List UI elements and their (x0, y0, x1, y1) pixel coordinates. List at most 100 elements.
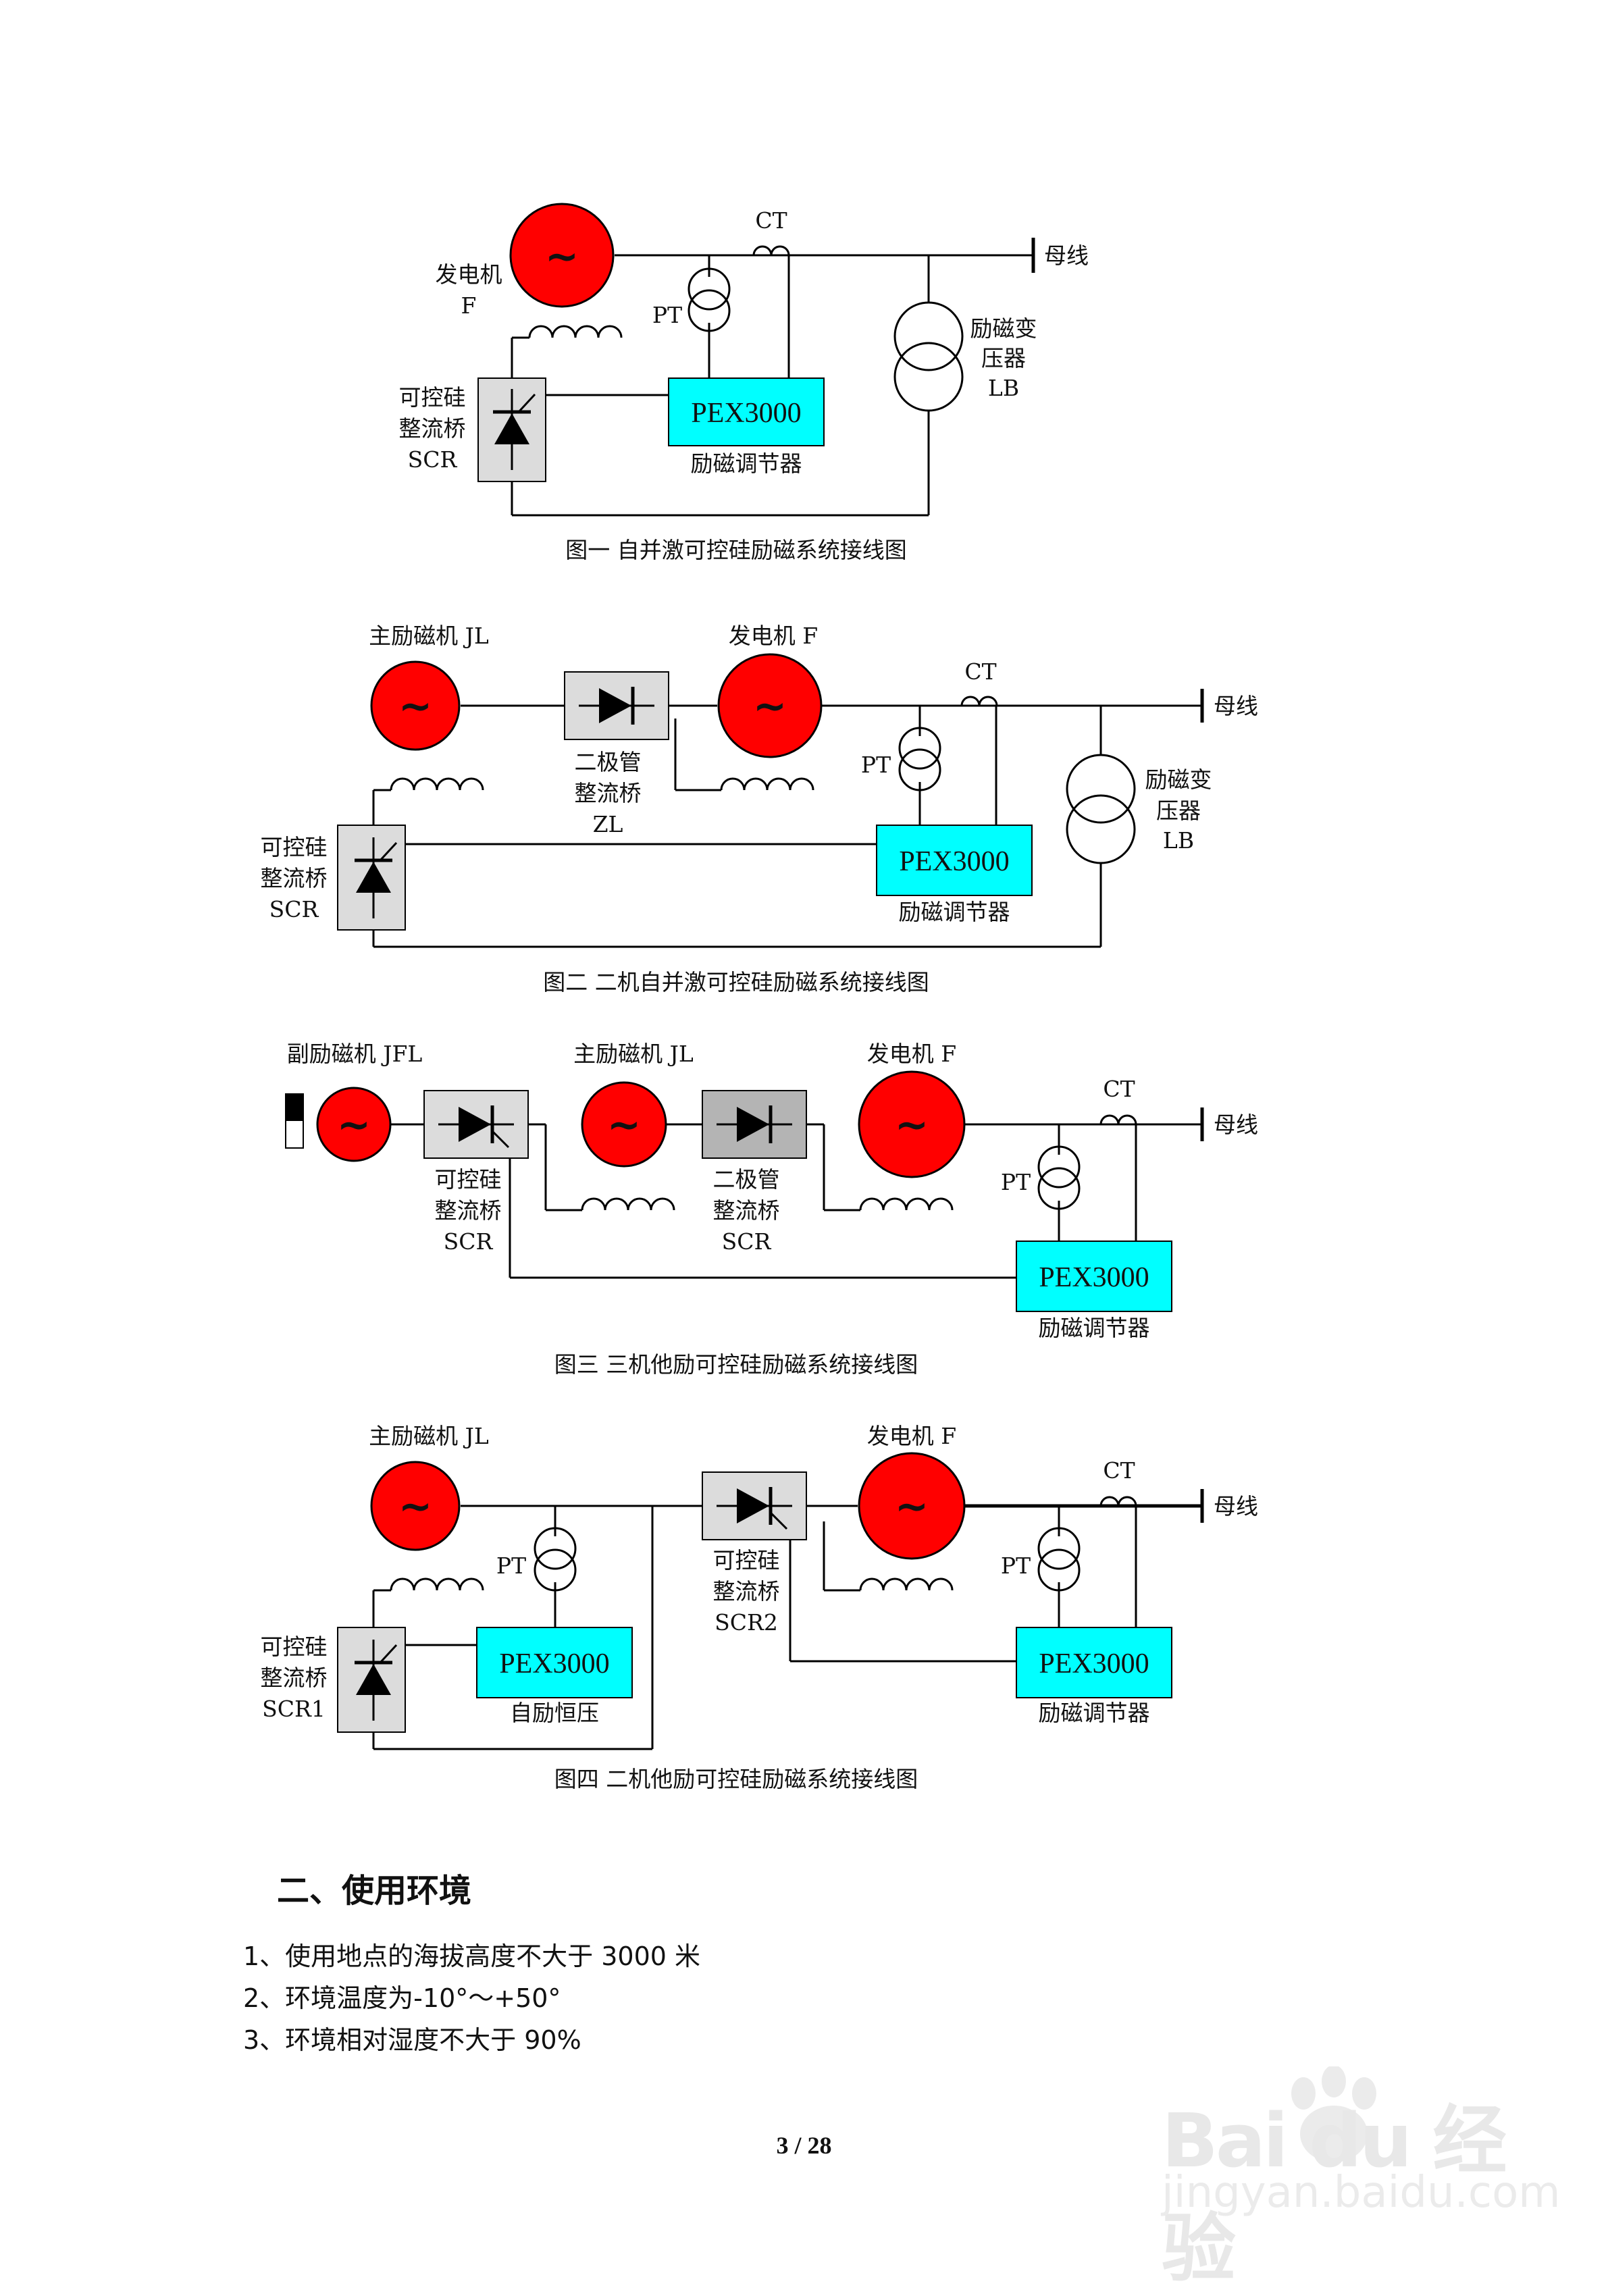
scr1-line2: 整流桥 (261, 1665, 328, 1691)
generator-code: F (461, 292, 477, 319)
main-exciter-symbol (581, 1081, 667, 1168)
generator-label: 发电机 F (867, 1041, 956, 1067)
sub-exciter-label: 副励磁机 JFL (287, 1041, 423, 1067)
pt-label: PT (1001, 1553, 1031, 1579)
ct-label: CT (755, 207, 787, 234)
env-item-temperature: 2、环境温度为-10°～+50° (243, 1983, 561, 2013)
transformer-line2: 压器 (981, 345, 1026, 371)
self-regulator-model: PEX3000 (499, 1648, 609, 1679)
figure-caption: 图三 三机他励可控硅励磁系统接线图 (554, 1351, 918, 1378)
transformer-code: LB (988, 375, 1019, 401)
ct-label: CT (964, 658, 996, 685)
main-exciter-symbol (370, 1461, 461, 1551)
regulator-name: 励磁调节器 (1039, 1700, 1150, 1726)
tilde-icon: ~ (337, 1101, 371, 1149)
regulator-model: PEX3000 (899, 846, 1009, 877)
scr2-line1: 可控硅 (713, 1547, 780, 1573)
tilde-icon: ~ (545, 233, 579, 280)
busbar-label: 母线 (1044, 242, 1089, 269)
figure-2: ~ ~ PEX3000 励磁调节器 主励磁机 JL 发电机 F CT PT 母线… (261, 623, 1259, 995)
regulator-box (1016, 1241, 1172, 1312)
main-exciter-symbol (370, 660, 461, 751)
figure-caption: 图一 自并激可控硅励磁系统接线图 (565, 537, 907, 563)
self-regulator-name: 自励恒压 (510, 1700, 599, 1726)
baidu-watermark: Bai du 经验 jingyan.baidu.com (1148, 2066, 1561, 2292)
transformer-line1: 励磁变 (970, 315, 1037, 342)
pt-label: PT (1001, 1169, 1031, 1195)
tilde-icon: ~ (895, 1101, 929, 1149)
generator-f-symbol (858, 1452, 966, 1560)
transformer-line1: 励磁变 (1145, 766, 1212, 793)
diode-bridge-code: ZL (593, 811, 623, 837)
generator-f-symbol (509, 203, 615, 308)
paw-icon (1291, 2066, 1376, 2162)
busbar-label: 母线 (1214, 693, 1258, 719)
transformer-line2: 压器 (1156, 798, 1201, 824)
generator-label: 发电机 F (867, 1423, 956, 1449)
transformer-icon (893, 301, 964, 412)
tilde-icon: ~ (398, 683, 432, 730)
generator-f-symbol (858, 1070, 966, 1178)
diode-bridge-code: SCR (722, 1228, 772, 1255)
tilde-icon: ~ (398, 1483, 432, 1530)
regulator-box (668, 377, 825, 446)
generator-name: 发电机 (436, 261, 502, 288)
diode-bridge-line1: 二极管 (713, 1166, 780, 1193)
scr2-code: SCR2 (715, 1609, 778, 1636)
pt-icon (1037, 1145, 1081, 1210)
scr1-line1: 可控硅 (261, 1634, 328, 1660)
busbar-label: 母线 (1214, 1493, 1258, 1519)
scr-line2: 整流桥 (435, 1197, 502, 1224)
scr-code: SCR (408, 446, 458, 473)
diode-bridge-line2: 整流桥 (575, 780, 642, 806)
scr2-line2: 整流桥 (713, 1578, 780, 1604)
watermark-sub: jingyan.baidu.com (1162, 2168, 1561, 2218)
page-number: 3 / 28 (776, 2132, 832, 2159)
ct-label: CT (1103, 1076, 1135, 1102)
regulator-name: 励磁调节器 (691, 450, 802, 477)
regulator-model: PEX3000 (1039, 1262, 1149, 1293)
figure-1: ~ PEX3000 励磁调节器 发电机 F CT PT 母线 励磁变 压器 LB… (399, 203, 1089, 563)
pt-icon (1037, 1527, 1081, 1592)
figure-caption: 图二 二机自并激可控硅励磁系统接线图 (543, 969, 929, 995)
self-regulator-box (476, 1627, 633, 1698)
generator-f-symbol (717, 653, 823, 758)
main-exciter-label: 主励磁机 JL (369, 1423, 489, 1449)
generator-label: 发电机 F (729, 623, 818, 649)
pt-label: PT (496, 1553, 526, 1579)
figure-caption: 图四 二机他励可控硅励磁系统接线图 (554, 1766, 918, 1792)
sub-exciter-switch-icon (285, 1093, 304, 1149)
scr-line2: 整流桥 (261, 865, 328, 891)
watermark-main: Bai du 经验 (1162, 2097, 1507, 2292)
figure-3: ~ ~ ~ PEX3000 励磁调节器 副励磁机 JFL 主励磁机 JL 发电机… (285, 1041, 1258, 1378)
env-item-altitude: 1、使用地点的海拔高度不大于 3000 米 (243, 1941, 701, 1971)
scr-line1: 可控硅 (261, 834, 328, 860)
diode-bridge-line1: 二极管 (575, 749, 642, 775)
regulator-model: PEX3000 (1039, 1648, 1149, 1679)
regulator-name: 励磁调节器 (1039, 1315, 1150, 1341)
tilde-icon: ~ (607, 1101, 641, 1149)
pt-icon (898, 727, 941, 791)
ct-label: CT (1103, 1457, 1135, 1484)
pt-icon (688, 267, 731, 332)
scr-code: SCR (444, 1228, 494, 1255)
sub-exciter-symbol (316, 1087, 392, 1162)
pt-icon (534, 1527, 577, 1592)
regulator-box (876, 825, 1033, 896)
scr-line1: 可控硅 (399, 384, 466, 411)
pt-label: PT (652, 302, 682, 328)
regulator-model: PEX3000 (691, 398, 801, 429)
section-title: 二、使用环境 (277, 1872, 472, 1910)
busbar-label: 母线 (1214, 1112, 1258, 1138)
main-exciter-label: 主励磁机 JL (573, 1041, 694, 1067)
regulator-box (1016, 1627, 1172, 1698)
scr-line1: 可控硅 (435, 1166, 502, 1193)
pt-label: PT (861, 752, 891, 778)
main-exciter-label: 主励磁机 JL (369, 623, 489, 649)
env-item-humidity: 3、环境相对湿度不大于 90% (243, 2025, 581, 2055)
regulator-name: 励磁调节器 (899, 899, 1010, 925)
transformer-icon (1066, 754, 1136, 864)
tilde-icon: ~ (895, 1483, 929, 1530)
scr-code: SCR (269, 896, 319, 922)
scr1-code: SCR1 (262, 1696, 326, 1722)
